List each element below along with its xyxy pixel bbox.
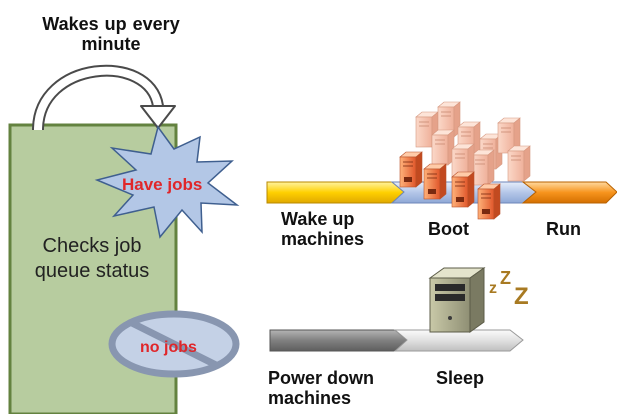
run-stage-label: Run <box>546 219 581 239</box>
boot-stage-label: Boot <box>428 219 469 239</box>
curved-loop-arrow-icon <box>32 64 176 131</box>
job-queue-label: Checks job queue status <box>34 235 150 282</box>
tower-server-icon <box>428 267 486 333</box>
sleep-stage-label: Sleep <box>436 368 485 388</box>
wake-up-stage-label: Wake up machines <box>281 209 365 249</box>
wake-up-arrow <box>266 181 405 204</box>
power-down-stage-label: Power down machines <box>268 368 375 408</box>
zzz-medium: Z <box>500 268 511 288</box>
power-down-arrow <box>269 329 408 352</box>
sleep-zzz-icon: z Z Z <box>489 268 529 310</box>
run-arrow <box>521 181 617 204</box>
zzz-small: z <box>489 280 497 297</box>
have-jobs-starburst <box>94 125 240 239</box>
have-jobs-label: Have jobs <box>122 175 203 194</box>
zzz-large: Z <box>514 283 529 310</box>
prohibition-icon <box>108 310 240 378</box>
no-jobs-label: no jobs <box>140 339 197 356</box>
sleep-arrow <box>393 329 524 352</box>
wake-interval-label: Wakes up every minute <box>42 14 180 54</box>
